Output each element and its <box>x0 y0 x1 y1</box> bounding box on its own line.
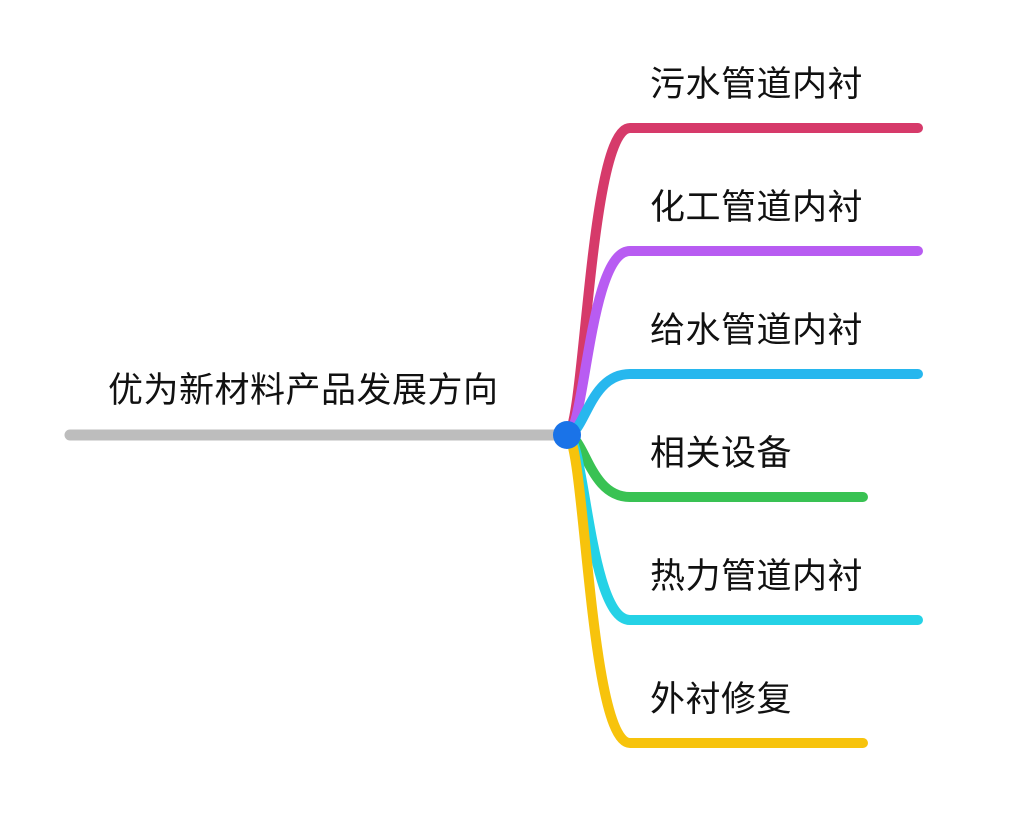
branch-label-2[interactable]: 化工管道内衬 <box>650 188 864 228</box>
branch-connector-3 <box>562 369 923 440</box>
branch-label-5[interactable]: 热力管道内衬 <box>650 557 864 597</box>
branch-label-3[interactable]: 给水管道内衬 <box>650 311 864 351</box>
branch-connector-6 <box>562 430 868 748</box>
branch-label-4[interactable]: 相关设备 <box>650 434 793 474</box>
branch-label-6[interactable]: 外衬修复 <box>650 680 793 720</box>
branch-label-1[interactable]: 污水管道内衬 <box>650 65 864 105</box>
branch-connector-1 <box>562 123 923 440</box>
root-node-dot[interactable] <box>553 421 581 449</box>
root-topic-label[interactable]: 优为新材料产品发展方向 <box>108 371 499 411</box>
